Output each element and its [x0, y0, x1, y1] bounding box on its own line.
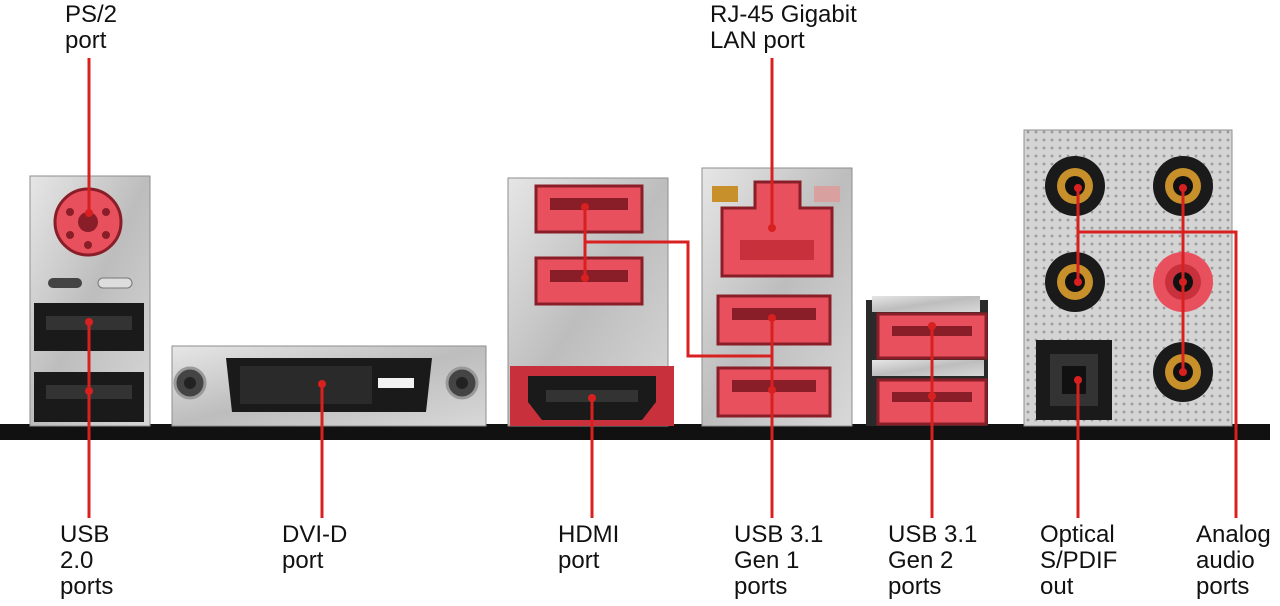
rj45-usb-block [701, 167, 853, 427]
label-optical-spdif-out: Optical S/PDIF out [1040, 521, 1118, 600]
callout-analog [1078, 230, 1238, 518]
label-usb20-ports: USB 2.0 ports [60, 521, 114, 600]
usb-hdmi-block [507, 177, 674, 427]
label-rj45-port: RJ-45 Gigabit LAN port [710, 1, 857, 54]
label-ps2-port: PS/2 port [65, 1, 118, 54]
label-usb31-gen1-ports: USB 3.1 Gen 1 ports [734, 521, 824, 600]
board-edge [0, 424, 1270, 440]
label-usb31-gen2-ports: USB 3.1 Gen 2 ports [888, 521, 978, 600]
callout-lines [87, 58, 1238, 518]
callout-dots [85, 184, 1187, 402]
label-hdmi-port: HDMI port [558, 521, 620, 574]
usb31-gen2-block [866, 296, 988, 426]
label-analog-audio-ports: Analog audio ports [1196, 521, 1271, 600]
dvid-block [171, 345, 487, 427]
audio-block [1023, 129, 1233, 427]
label-dvid-port: DVI-D port [282, 521, 348, 574]
